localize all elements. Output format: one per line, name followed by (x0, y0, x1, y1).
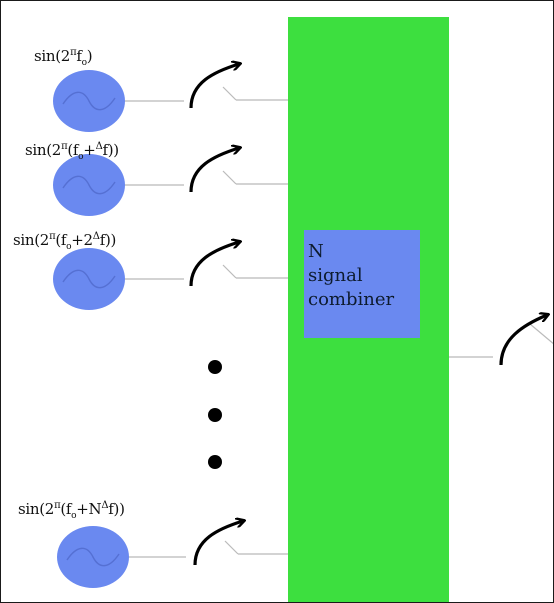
antenna-arrow-icon (189, 148, 239, 193)
oscillator-2-label: sin(2π(fo+Δf)) (25, 141, 119, 162)
antenna-arrow-icon (193, 521, 243, 566)
oscillator-1-label: sin(2πfo) (34, 47, 93, 68)
antenna-arrow-icon (189, 242, 239, 287)
ellipsis-dot-icon (208, 408, 222, 422)
switch-contact (529, 323, 553, 345)
switch-contact (224, 540, 239, 555)
oscillator-n (57, 521, 288, 588)
oscillator-3 (53, 242, 288, 310)
combiner-label-line1: N (308, 241, 324, 262)
oscillator-3-label: sin(2π(fo+2Δf)) (13, 231, 117, 252)
ellipsis-dot-icon (208, 360, 222, 374)
oscillator-n-label: sin(2π(fo+NΔf)) (18, 500, 125, 521)
combiner-label-line2: signal (308, 265, 363, 286)
combiner-label-line3: combiner (308, 289, 395, 310)
antenna-arrow-icon (499, 315, 547, 366)
signal-combiner-box: N signal combiner (304, 230, 420, 338)
antenna-arrow-icon (189, 64, 239, 109)
oscillator-2 (53, 148, 288, 216)
ellipsis-dot-icon (208, 455, 222, 469)
switch-contact (222, 86, 237, 101)
combiner-output (449, 315, 553, 366)
switch-contact (222, 264, 237, 279)
switch-contact (222, 170, 237, 185)
oscillator-1 (53, 64, 288, 132)
